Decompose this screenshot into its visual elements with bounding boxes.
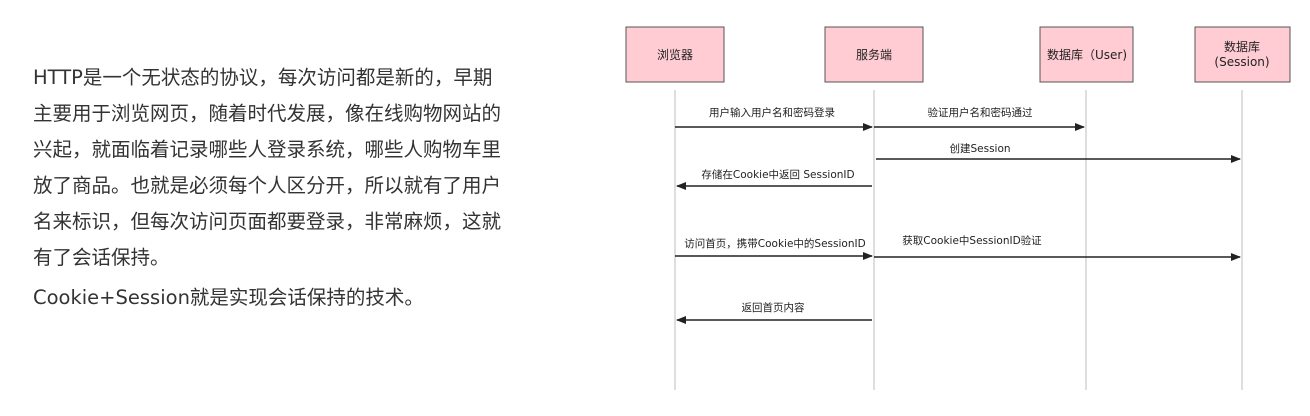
message-label: 验证用户名和密码通过 — [928, 106, 1033, 119]
message-label: 获取Cookie中SessionID验证 — [902, 234, 1042, 247]
message-label: 存储在Cookie中返回 SessionID — [701, 168, 854, 181]
intro-line: 兴起，就面临着记录哪些人登录系统，哪些人购物车里 — [33, 138, 502, 161]
actor-label: 服务端 — [856, 47, 892, 62]
actor-browser — [625, 26, 725, 83]
intro-line: 名来标识，但每次访问页面都要登录，非常麻烦，这就 — [33, 210, 502, 233]
intro-line: Cookie+Session就是实现会话保持的技术。 — [33, 286, 424, 309]
actor-db-session — [1194, 26, 1291, 83]
intro-line: 主要用于浏览网页，随着时代发展，像在线购物网站的 — [33, 102, 502, 125]
message-label: 返回首页内容 — [742, 301, 805, 314]
message-label: 访问首页，携带Cookie中的SessionID — [684, 237, 865, 250]
intro-paragraph: HTTP是一个无状态的协议，每次访问都是新的，早期 主要用于浏览网页，随着时代发… — [33, 60, 533, 316]
intro-line: HTTP是一个无状态的协议，每次访问都是新的，早期 — [33, 66, 493, 89]
actor-db-user — [1039, 26, 1134, 83]
intro-line: 放了商品。也就是必须每个人区分开，所以就有了用户 — [33, 174, 502, 197]
intro-line: 有了会话保持。 — [33, 246, 170, 269]
actor-label: (Session) — [1214, 55, 1269, 69]
message-label: 用户输入用户名和密码登录 — [709, 106, 835, 119]
actor-server — [824, 26, 924, 83]
actor-label: 浏览器 — [657, 47, 693, 62]
actor-label: 数据库 — [1224, 39, 1260, 54]
message-label: 创建Session — [949, 142, 1010, 155]
actor-label: 数据库（User) — [1047, 47, 1127, 62]
